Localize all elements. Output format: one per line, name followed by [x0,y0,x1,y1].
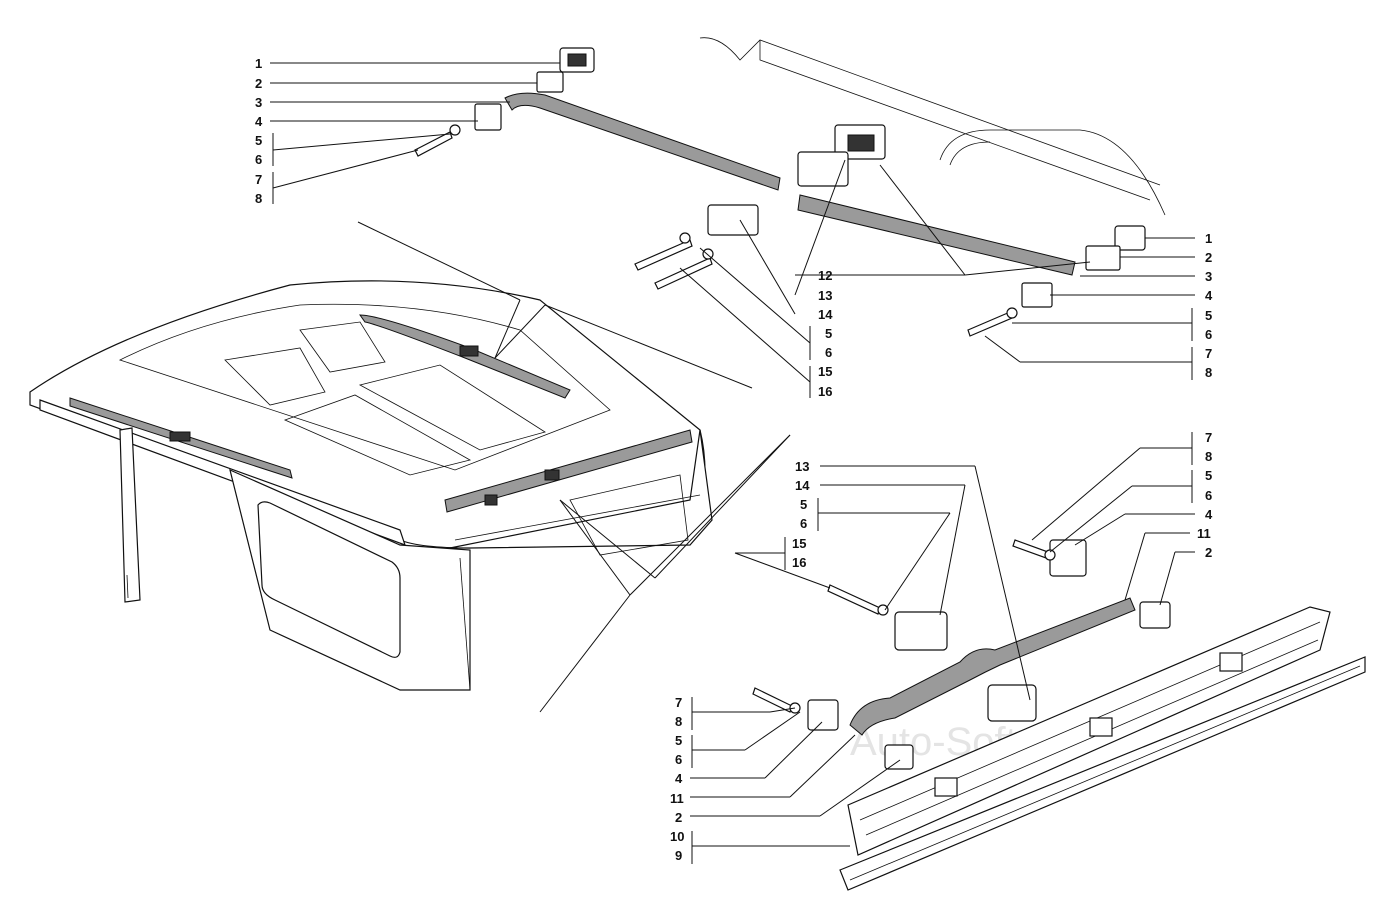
callout-label: 16 [792,555,806,570]
callout-label: 13 [795,459,809,474]
callout-label: 6 [1205,488,1212,503]
callout-label: 6 [825,345,832,360]
callout-label: 15 [792,536,806,551]
callout-label: 14 [818,307,833,322]
callout-label: 7 [1205,430,1212,445]
callout-label: 5 [255,133,262,148]
callout-label: 11 [1197,526,1211,541]
callout-label: 4 [675,771,683,786]
callouts-top-right: 1 2 3 4 5 6 7 8 [984,231,1213,380]
callout-label: 8 [1205,365,1212,380]
callout-label: 2 [675,810,682,825]
callout-label: 8 [255,191,262,206]
callout-label: 3 [255,95,262,110]
callout-label: 2 [255,76,262,91]
callout-label: 1 [1205,231,1212,246]
callout-label: 14 [795,478,810,493]
callout-label: 6 [800,516,807,531]
callouts-bottom-middle: 13 14 5 6 15 16 [734,459,1031,701]
callouts-top-middle: 12 13 14 5 6 15 16 [679,159,1091,399]
callout-label: 7 [255,172,262,187]
callout-label: 4 [1205,507,1213,522]
callout-label: 6 [1205,327,1212,342]
callout-label: 4 [255,114,263,129]
callout-label: 2 [1205,250,1212,265]
callout-label: 15 [818,364,832,379]
callout-label: 5 [825,326,832,341]
callout-label: 3 [1205,269,1212,284]
callout-label: 13 [818,288,832,303]
upper-rail-assembly [414,37,1166,337]
callouts-bottom-left: 7 8 5 6 4 11 2 10 9 [670,695,901,864]
callout-label: 6 [255,152,262,167]
lower-rail-assembly [752,539,1366,891]
callout-label: 5 [800,497,807,512]
callout-label: 5 [1205,308,1212,323]
vehicle-hardtop [29,280,713,691]
callout-label: 4 [1205,288,1213,303]
callout-label: 9 [675,848,682,863]
callout-label: 7 [675,695,682,710]
callout-label: 10 [670,829,684,844]
callout-label: 6 [675,752,682,767]
callout-label: 8 [675,714,682,729]
callout-label: 2 [1205,545,1212,560]
vehicle-leader-lines [357,221,791,713]
callout-label: 8 [1205,449,1212,464]
callout-label: 1 [255,56,262,71]
callout-label: 5 [675,733,682,748]
callout-label: 16 [818,384,832,399]
callout-label: 5 [1205,468,1212,483]
callouts-top-left: 1 2 3 4 5 6 7 8 [255,56,560,206]
callouts-bottom-right: 7 8 5 6 4 11 2 [1031,430,1213,606]
callout-label: 7 [1205,346,1212,361]
callout-label: 11 [670,791,684,806]
